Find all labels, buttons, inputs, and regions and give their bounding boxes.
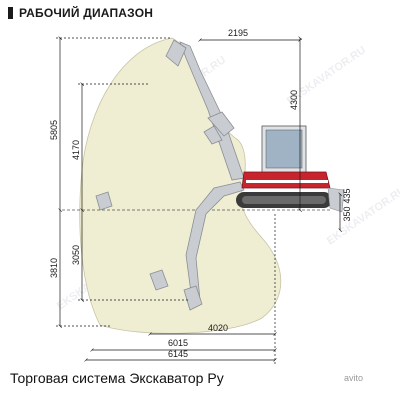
body-stripe <box>246 180 328 183</box>
dim-max-dig-height: 5805 <box>49 120 59 140</box>
dim-max-dig-depth: 3810 <box>49 258 59 278</box>
undercarriage <box>236 187 345 213</box>
diagram-title: РАБОЧИЙ ДИАПАЗОН <box>8 6 153 20</box>
boom-raised <box>165 39 245 181</box>
dim-max-dump-height: 4170 <box>71 140 81 160</box>
track-inner <box>242 196 326 204</box>
dim-blade-drop: 435 <box>342 188 352 203</box>
caption: Торговая система Экскаватор Ру <box>10 370 224 386</box>
excavator-body <box>241 125 331 189</box>
dim-blade-lift: 350 <box>342 206 352 221</box>
title-marker <box>8 7 13 19</box>
dim-machine-height: 4300 <box>289 90 299 110</box>
boom-lowered <box>95 181 245 311</box>
dim-top-reach: 2195 <box>228 28 248 38</box>
horizontal-dimensions <box>86 40 300 364</box>
dimension-labels: 2195 5805 4170 4300 3810 3050 350 435 40… <box>49 28 352 359</box>
avito-watermark: avito <box>344 373 364 383</box>
cab-window <box>265 129 303 169</box>
title-text: РАБОЧИЙ ДИАПАЗОН <box>19 6 154 20</box>
vertical-dimensions <box>56 38 340 326</box>
dim-vertical-wall-depth: 3050 <box>71 245 81 265</box>
dim-reach-ground: 6015 <box>168 338 188 348</box>
dim-min-swing-radius: 4020 <box>208 323 228 333</box>
dim-max-reach: 6145 <box>168 349 188 359</box>
